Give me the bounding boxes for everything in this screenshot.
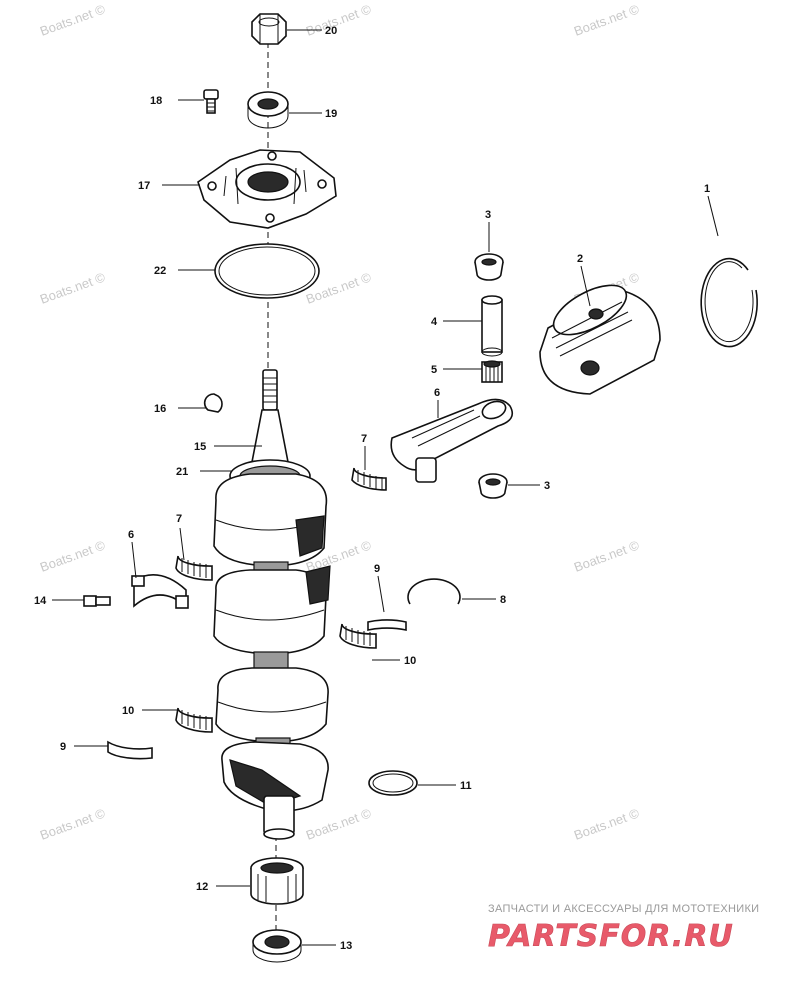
part-bearing-race[interactable]: [107, 740, 153, 760]
part-crankshaft[interactable]: [213, 369, 331, 840]
callout-labels: 20 18 19 17 22 16 15 21 1 2 3 4 5 6 7 3 …: [34, 25, 710, 952]
part-needle-cage[interactable]: [351, 467, 387, 491]
callout-17: 17: [138, 180, 150, 192]
callout-3: 3: [544, 480, 550, 492]
callout-2: 2: [577, 253, 583, 265]
part-piston-ring[interactable]: [700, 257, 758, 348]
watermark: Boats.net ©: [572, 537, 642, 575]
partsfor-banner: ЗАПЧАСТИ И АКСЕССУАРЫ ДЛЯ МОТОТЕХНИКИ PA…: [488, 903, 759, 954]
part-bearing-race[interactable]: [367, 619, 407, 632]
callout-15: 15: [194, 441, 206, 453]
part-wrist-pin[interactable]: [481, 295, 503, 357]
part-needle-cage[interactable]: [339, 623, 377, 649]
callout-11: 11: [460, 780, 472, 792]
callout-1: 1: [704, 183, 710, 195]
callout-7: 7: [361, 433, 367, 445]
callout-18: 18: [150, 95, 162, 107]
callout-20: 20: [325, 25, 337, 37]
watermark: Boats.net ©: [38, 269, 108, 307]
callout-19: 19: [325, 108, 337, 120]
callout-6: 6: [434, 387, 440, 399]
banner-subtitle: ЗАПЧАСТИ И АКСЕССУАРЫ ДЛЯ МОТОТЕХНИКИ: [488, 903, 759, 915]
callout-10: 10: [404, 655, 416, 667]
watermark: Boats.net ©: [304, 1, 374, 39]
part-retaining-ring[interactable]: [407, 578, 461, 605]
callout-6: 6: [128, 529, 134, 541]
callout-10: 10: [122, 705, 134, 717]
watermark: Boats.net ©: [572, 1, 642, 39]
part-woodruff-key[interactable]: [203, 393, 223, 413]
callout-12: 12: [196, 881, 208, 893]
part-cap-screw[interactable]: [83, 595, 111, 607]
watermark: Boats.net ©: [38, 537, 108, 575]
part-piston[interactable]: [539, 275, 661, 395]
callout-13: 13: [340, 940, 352, 952]
callout-8: 8: [500, 594, 506, 606]
callout-3: 3: [485, 209, 491, 221]
part-bearing-housing[interactable]: [197, 149, 337, 229]
banner-logo: PARTSFOR.RU: [488, 919, 734, 954]
callout-5: 5: [431, 364, 437, 376]
callout-21: 21: [176, 466, 188, 478]
part-oil-seal[interactable]: [247, 91, 289, 129]
part-needle-cage[interactable]: [175, 707, 213, 733]
callout-4: 4: [431, 316, 438, 328]
watermark: Boats.net ©: [38, 1, 108, 39]
callout-9: 9: [60, 741, 66, 753]
leader-lines: [52, 29, 719, 946]
part-lower-seal[interactable]: [252, 929, 302, 963]
part-needle-bearing-washer[interactable]: [478, 473, 508, 499]
part-connecting-rod[interactable]: [390, 398, 514, 483]
part-bolt[interactable]: [203, 89, 219, 114]
callout-22: 22: [154, 265, 166, 277]
watermark: Boats.net ©: [304, 805, 374, 843]
part-o-ring[interactable]: [214, 243, 320, 299]
part-roller-bearing[interactable]: [250, 857, 304, 905]
watermark: Boats.net ©: [38, 805, 108, 843]
part-needle-cage[interactable]: [175, 555, 213, 581]
part-needle-bearing-washer[interactable]: [474, 253, 504, 281]
part-bearing-ring[interactable]: [368, 770, 418, 796]
callout-9: 9: [374, 563, 380, 575]
callout-16: 16: [154, 403, 166, 415]
part-rod-cap[interactable]: [131, 574, 189, 609]
callout-7: 7: [176, 513, 182, 525]
part-hex-nut[interactable]: [251, 13, 287, 45]
callout-14: 14: [34, 595, 47, 607]
part-needle-bearing[interactable]: [481, 360, 503, 383]
watermark: Boats.net ©: [572, 805, 642, 843]
